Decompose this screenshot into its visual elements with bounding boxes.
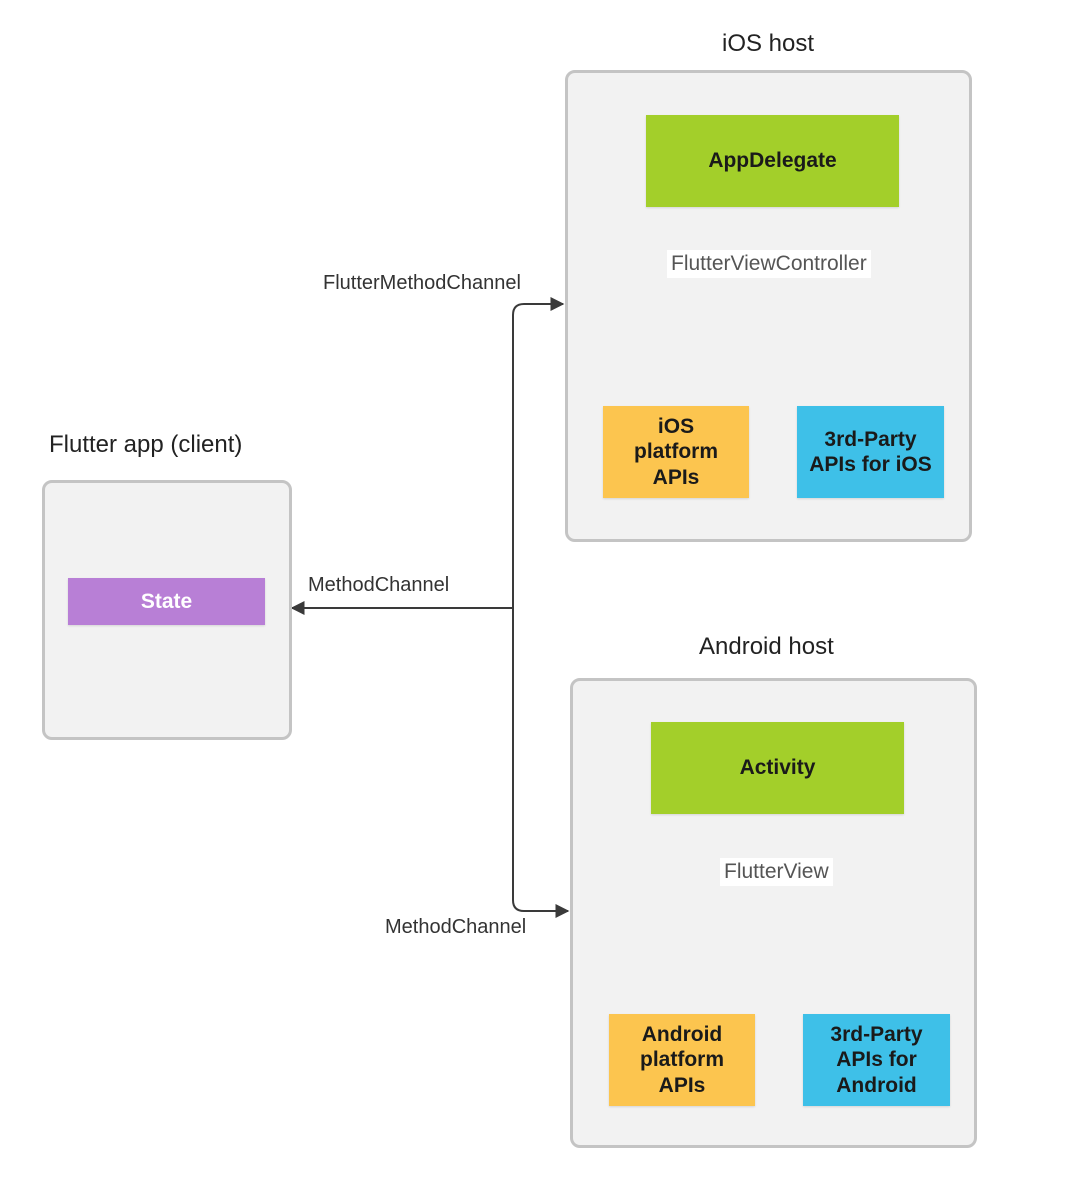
activity-label: Activity bbox=[739, 756, 816, 780]
android-channel-connector bbox=[512, 608, 570, 918]
android-heading: Android host bbox=[699, 633, 834, 660]
ios-heading: iOS host bbox=[722, 30, 815, 57]
android-third-party-line-3: Android bbox=[836, 1073, 917, 1097]
android-third-party-line-1: 3rd-Party bbox=[830, 1023, 923, 1047]
ios-platform-apis-node[interactable]: iOS platform APIs bbox=[603, 406, 749, 498]
client-heading: Flutter app (client) bbox=[49, 431, 243, 458]
android-platform-apis-line-3: APIs bbox=[658, 1073, 706, 1097]
android-third-party-line-2: APIs for bbox=[836, 1048, 917, 1072]
appdelegate-label: AppDelegate bbox=[708, 149, 837, 173]
appdelegate-node[interactable]: AppDelegate bbox=[646, 115, 899, 207]
ios-platform-apis-line-2: platform bbox=[634, 440, 718, 464]
activity-node[interactable]: Activity bbox=[651, 722, 904, 814]
flutter-method-channel-label: FlutterMethodChannel bbox=[323, 272, 521, 294]
android-method-channel-label: MethodChannel bbox=[385, 916, 527, 938]
ios-platform-apis-line-3: APIs bbox=[652, 465, 700, 489]
android-platform-apis-line-1: Android bbox=[641, 1023, 723, 1047]
android-platform-apis-line-2: platform bbox=[640, 1048, 724, 1072]
client-method-channel-label: MethodChannel bbox=[308, 574, 450, 596]
android-third-party-apis-node[interactable]: 3rd-Party APIs for Android bbox=[803, 1014, 950, 1106]
state-node[interactable]: State bbox=[68, 578, 265, 625]
ios-channel-connector bbox=[512, 297, 565, 608]
flutterview-label: FlutterView bbox=[720, 858, 833, 886]
ios-third-party-line-2: APIs for iOS bbox=[809, 453, 932, 476]
ios-third-party-apis-node[interactable]: 3rd-Party APIs for iOS bbox=[797, 406, 944, 498]
android-platform-apis-node[interactable]: Android platform APIs bbox=[609, 1014, 755, 1106]
flutterviewcontroller-label: FlutterViewController bbox=[667, 250, 871, 278]
state-label: State bbox=[140, 589, 193, 613]
ios-platform-apis-line-1: iOS bbox=[657, 415, 695, 439]
ios-third-party-line-1: 3rd-Party bbox=[824, 427, 917, 451]
